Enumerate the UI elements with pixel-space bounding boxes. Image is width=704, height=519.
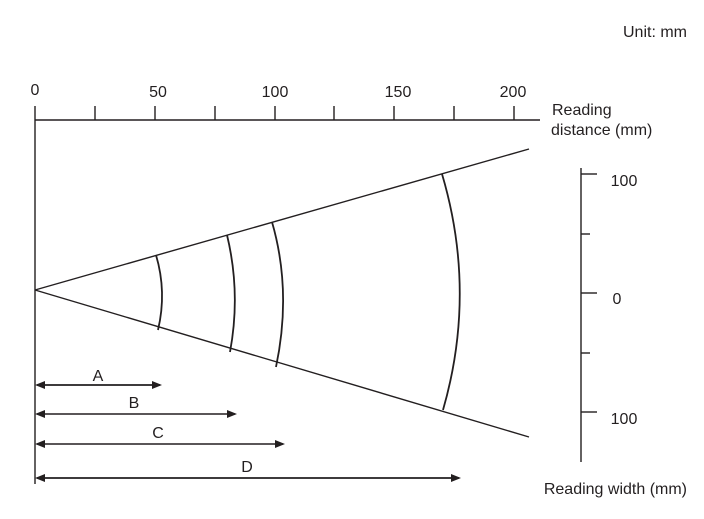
distance-axis-title-line2: distance (mm) bbox=[551, 122, 652, 139]
distance-tick-label: 0 bbox=[31, 82, 40, 99]
range-arc-b bbox=[226, 234, 236, 353]
distance-tick-label: 100 bbox=[262, 84, 289, 101]
arrowhead-a-left bbox=[35, 381, 45, 389]
dimension-label-b: B bbox=[129, 395, 140, 412]
unit-label: Unit: mm bbox=[623, 24, 687, 41]
distance-axis-title-line1: Reading bbox=[552, 102, 612, 119]
arrowhead-c-left bbox=[35, 440, 45, 448]
arrowhead-d-right bbox=[451, 474, 461, 482]
width-tick-label: 100 bbox=[611, 173, 638, 190]
width-tick-label: 100 bbox=[611, 411, 638, 428]
dimension-label-c: C bbox=[152, 425, 164, 442]
field-lower-edge bbox=[34, 289, 530, 438]
distance-tick-label: 50 bbox=[149, 84, 167, 101]
range-arc-a bbox=[155, 254, 163, 331]
distance-tick-label: 200 bbox=[500, 84, 527, 101]
range-arc-c bbox=[271, 221, 285, 368]
width-tick-label: 0 bbox=[613, 291, 622, 308]
arrowhead-b-right bbox=[227, 410, 237, 418]
field-upper-edge bbox=[34, 148, 530, 291]
dimension-label-d: D bbox=[241, 459, 253, 476]
width-axis-title: Reading width (mm) bbox=[544, 481, 687, 498]
dimension-label-a: A bbox=[93, 368, 104, 385]
distance-tick-label: 150 bbox=[385, 84, 412, 101]
arrowhead-d-left bbox=[35, 474, 45, 482]
range-arc-d bbox=[441, 173, 461, 411]
arrowhead-c-right bbox=[275, 440, 285, 448]
arrowhead-b-left bbox=[35, 410, 45, 418]
arrowhead-a-right bbox=[152, 381, 162, 389]
